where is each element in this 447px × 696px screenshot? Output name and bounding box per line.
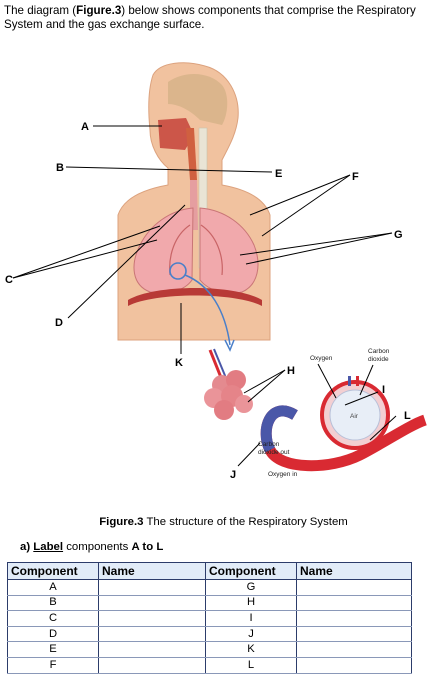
leader-lines	[12, 125, 397, 467]
answer-cell[interactable]	[98, 610, 206, 627]
oxygen-in-annotation: Oxygen in	[268, 471, 298, 478]
answer-cell[interactable]	[98, 595, 206, 612]
label-A: A	[81, 121, 89, 133]
human-torso-illustration	[117, 62, 271, 352]
table-row: C I	[7, 610, 412, 627]
answer-cell[interactable]	[296, 657, 412, 674]
table-row: A G	[7, 579, 412, 596]
carbon-dioxide-annotation: Carbon	[368, 348, 390, 355]
air-annotation: Air	[350, 413, 359, 420]
label-F: F	[352, 171, 359, 183]
answer-cell[interactable]	[296, 595, 412, 612]
answer-cell[interactable]	[296, 610, 412, 627]
table-row: F L	[7, 657, 412, 674]
respiratory-system-diagram: Air Oxygen Carbon dioxide Carbon dioxide…	[5, 62, 427, 481]
table-row: E K	[7, 641, 412, 658]
table-row: B H	[7, 595, 412, 612]
oxygen-annotation: Oxygen	[310, 355, 333, 362]
figure-reference: Figure.3	[76, 4, 122, 17]
co2-out-annotation: Carbon	[258, 441, 280, 448]
co2-out-annotation-line2: dioxide out	[258, 449, 290, 456]
label-E: E	[275, 168, 282, 180]
answer-cell[interactable]	[98, 641, 206, 658]
answer-cell[interactable]	[296, 579, 412, 596]
label-D: D	[55, 317, 63, 329]
label-C: C	[5, 274, 13, 286]
answer-cell[interactable]	[296, 641, 412, 658]
answer-table-header: Component Name Component Name	[7, 562, 412, 580]
label-B: B	[56, 162, 64, 174]
label-K: K	[175, 357, 183, 369]
label-J: J	[230, 469, 236, 481]
header-name-left: Name	[98, 562, 206, 580]
task-instruction: a) Label components A to L	[20, 541, 164, 553]
table-row: D J	[7, 626, 412, 643]
header-component-right: Component	[205, 562, 297, 580]
gas-exchange-illustration: Air Oxygen Carbon dioxide Carbon dioxide…	[258, 348, 427, 478]
intro-text: The diagram (Figure.3) below shows compo…	[4, 4, 416, 31]
alveoli-cluster-illustration	[204, 348, 253, 420]
answer-cell[interactable]	[296, 626, 412, 643]
answer-cell[interactable]	[98, 657, 206, 674]
header-name-right: Name	[296, 562, 412, 580]
carbon-dioxide-annotation-line2: dioxide	[368, 356, 389, 363]
answer-cell[interactable]	[98, 579, 206, 596]
header-component-left: Component	[7, 562, 99, 580]
figure-caption: Figure.3 The structure of the Respirator…	[99, 516, 348, 528]
label-L: L	[404, 410, 411, 422]
label-H: H	[287, 365, 295, 377]
label-I: I	[382, 384, 385, 396]
answer-cell[interactable]	[98, 626, 206, 643]
answer-table: Component Name Component Name A G B H C …	[7, 562, 412, 674]
label-G: G	[394, 229, 403, 241]
